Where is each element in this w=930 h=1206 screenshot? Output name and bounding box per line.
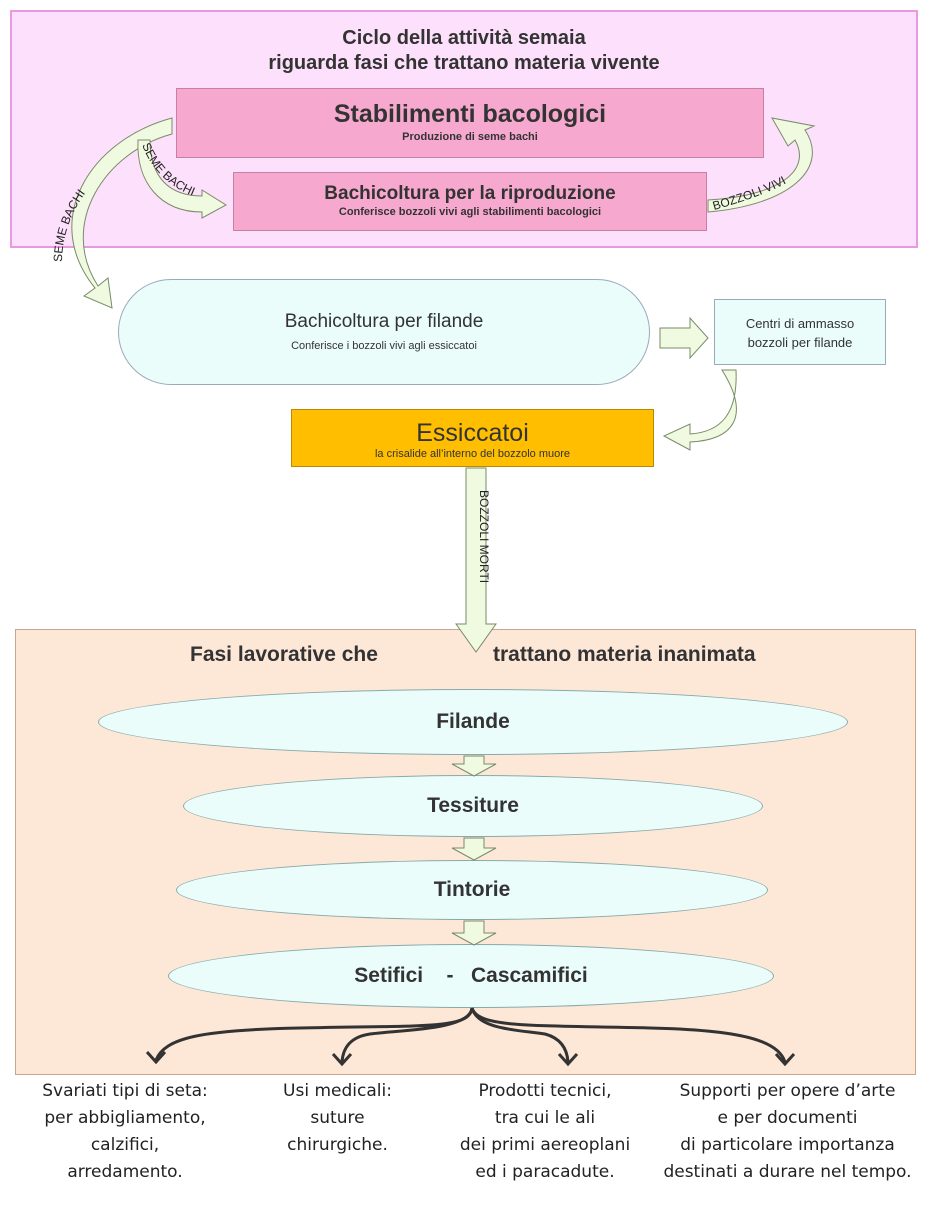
bachicoltura-filande-title: Bachicoltura per filande xyxy=(284,311,484,332)
bachicoltura-riproduzione-subtitle: Conferisce bozzoli vivi agli stabiliment… xyxy=(338,206,602,218)
branch-arrowheads xyxy=(145,1050,796,1067)
phase-setifici-cascamifici: Setifici - Cascamifici xyxy=(168,944,774,1008)
output-branches xyxy=(154,1007,787,1063)
output-supporti: Supporti per opere d’arte e per document… xyxy=(663,1081,912,1182)
branch-tecnici xyxy=(470,1007,570,1063)
centri-ammasso-box: Centri di ammasso bozzoli per filande xyxy=(714,299,886,365)
bozzoli-morti-arrow xyxy=(455,467,497,653)
centri-to-essiccatoi-arrow xyxy=(662,369,737,451)
stabilimenti-bacologici-box: Stabilimenti bacologici Produzione di se… xyxy=(176,88,764,158)
living-matter-title: Ciclo della attività semaia riguarda fas… xyxy=(10,26,918,76)
bozzoli-morti-label: BOZZOLI MORTI xyxy=(477,490,491,583)
centri-line-2: bozzoli per filande xyxy=(747,335,853,350)
essiccatoi-box: Essiccatoi la crisalide all’interno del … xyxy=(291,409,654,467)
title-line-1: Ciclo della attività semaia xyxy=(342,27,586,49)
filande-to-centri-arrow xyxy=(659,316,709,360)
phase-filande: Filande xyxy=(98,689,848,755)
branch-seta xyxy=(154,1007,474,1061)
bottom-title-part-1: Fasi lavorative che xyxy=(190,643,378,666)
filande-to-tessiture-arrow xyxy=(451,755,497,777)
tintorie-to-setifici-arrow xyxy=(451,920,497,946)
output-seta: Svariati tipi di seta: per abbigliamento… xyxy=(42,1081,208,1182)
essiccatoi-title: Essiccatoi xyxy=(416,419,529,447)
branch-supporti xyxy=(470,1007,787,1063)
bachicoltura-filande-subtitle: Conferisce i bozzoli vivi agli essiccato… xyxy=(291,340,477,352)
phase-tintorie: Tintorie xyxy=(176,860,768,920)
output-medicali: Usi medicali: suture chirurgiche. xyxy=(283,1081,392,1155)
title-line-2: riguarda fasi che trattano materia viven… xyxy=(268,52,660,74)
centri-line-1: Centri di ammasso xyxy=(745,316,855,331)
bachicoltura-riproduzione-title: Bachicoltura per la riproduzione xyxy=(324,183,616,204)
bachicoltura-filande-pill: Bachicoltura per filande Conferisce i bo… xyxy=(118,279,650,385)
seme-bachi-outer-arrow xyxy=(71,117,173,309)
bottom-title-part-2: trattano materia inanimata xyxy=(493,643,756,666)
tessiture-to-tintorie-arrow xyxy=(451,837,497,861)
phase-tessiture: Tessiture xyxy=(183,775,763,837)
bozzoli-vivi-arrow xyxy=(707,117,816,213)
essiccatoi-subtitle: la crisalide all’interno del bozzolo muo… xyxy=(374,448,571,460)
seme-bachi-inner-arrow xyxy=(137,139,227,219)
stabilimenti-subtitle: Produzione di seme bachi xyxy=(402,131,538,143)
branch-medicali xyxy=(340,1007,474,1063)
stabilimenti-title: Stabilimenti bacologici xyxy=(333,100,607,128)
bachicoltura-riproduzione-box: Bachicoltura per la riproduzione Conferi… xyxy=(233,172,707,231)
output-tecnici: Prodotti tecnici, tra cui le ali dei pri… xyxy=(459,1081,631,1182)
